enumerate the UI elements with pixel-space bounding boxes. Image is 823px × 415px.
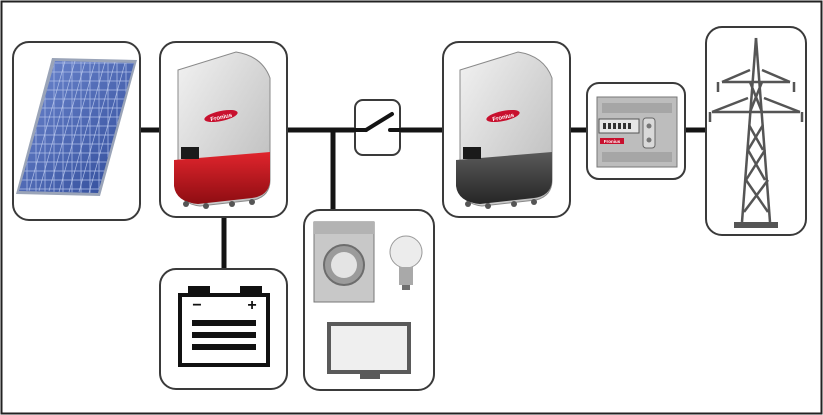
meter-logo: Fronius <box>604 139 621 144</box>
battery-minus-label: − <box>192 297 201 314</box>
pylon-base <box>734 222 778 228</box>
household-loads-icon <box>313 221 423 379</box>
grid-card <box>705 26 807 236</box>
inverter-logo: Fronius <box>492 113 515 124</box>
disconnect-switch-icon <box>353 112 402 132</box>
inverter-icon: Fronius <box>456 51 553 209</box>
hybrid-inverter-logo: Fronius <box>210 113 233 124</box>
television-icon <box>327 322 411 379</box>
loads-card <box>303 209 435 391</box>
switch-card <box>353 99 402 156</box>
battery-plus-label: + <box>247 297 256 314</box>
battery-card: − + <box>159 268 288 390</box>
solar-panel-icon <box>16 58 137 196</box>
wiring <box>140 127 706 269</box>
battery-icon: − + <box>178 286 270 367</box>
meter-card: Fronius <box>586 82 686 180</box>
washing-machine-icon <box>313 221 375 303</box>
hybrid-inverter-icon: Fronius <box>174 51 271 209</box>
solar-panel-card <box>12 41 141 221</box>
smart-meter-icon: Fronius <box>596 96 678 168</box>
hybrid-inverter-card: Fronius <box>159 41 288 218</box>
inverter-card: Fronius <box>442 41 571 218</box>
power-pylon-icon <box>708 37 804 223</box>
light-bulb-icon <box>389 235 423 290</box>
